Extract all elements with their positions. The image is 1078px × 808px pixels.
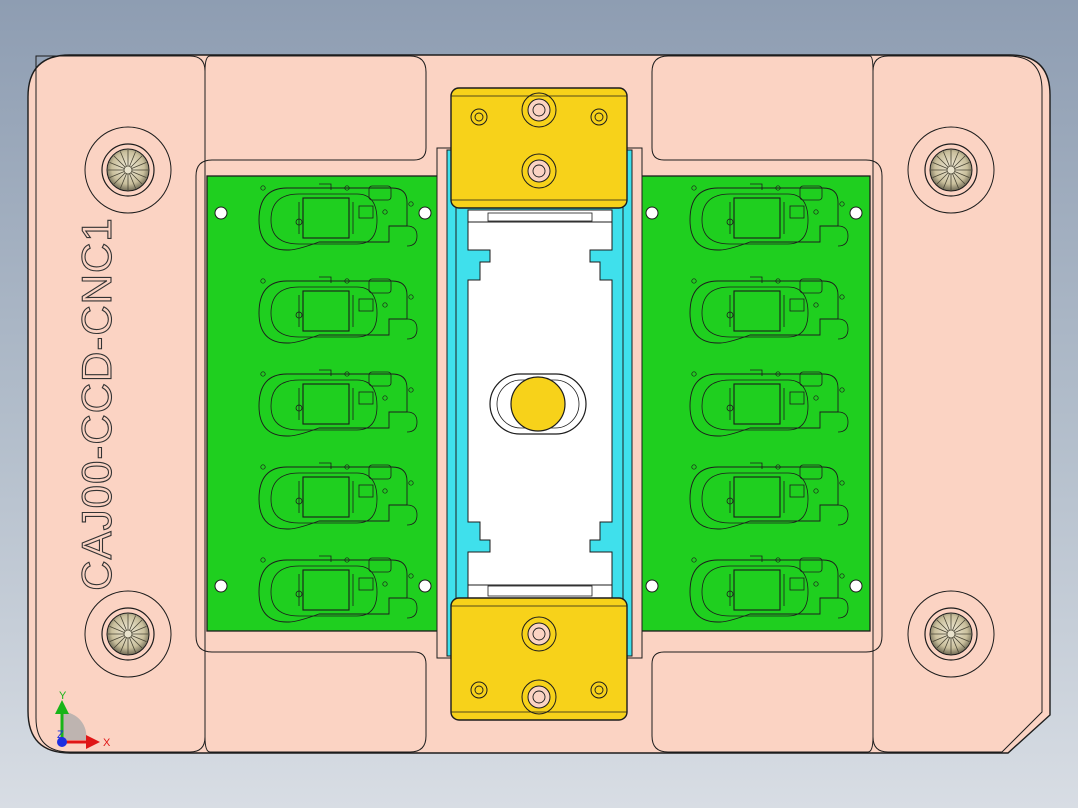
left-pad-outer bbox=[35, 55, 206, 753]
mounting-bolt-icon bbox=[84, 126, 172, 214]
pcb-unit bbox=[689, 555, 849, 623]
clamp-screw-holes bbox=[470, 92, 608, 715]
counterbore-hole-icon bbox=[521, 616, 557, 652]
locating-pin bbox=[510, 376, 566, 432]
pcb-unit bbox=[689, 276, 849, 344]
mounting-bolt-icon bbox=[907, 590, 995, 678]
tooling-hole bbox=[645, 579, 659, 593]
screw-hole-icon bbox=[590, 108, 608, 126]
tooling-hole bbox=[849, 206, 863, 220]
pcb-unit bbox=[258, 462, 418, 530]
clamp-bottom bbox=[450, 597, 628, 721]
screw-hole-icon bbox=[470, 108, 488, 126]
pcb-unit bbox=[689, 462, 849, 530]
tooling-hole bbox=[214, 206, 228, 220]
pcb-unit bbox=[258, 555, 418, 623]
clamp-top bbox=[450, 87, 628, 209]
tooling-hole bbox=[418, 206, 432, 220]
pcb-panel-right bbox=[637, 175, 871, 632]
tooling-hole bbox=[214, 579, 228, 593]
counterbore-hole-icon bbox=[521, 92, 557, 128]
pcb-unit bbox=[258, 369, 418, 437]
pcb-unit bbox=[689, 183, 849, 251]
engraved-part-number: CAJ00-CCD-CNC1 bbox=[73, 217, 120, 590]
pcb-panel-left bbox=[206, 175, 440, 632]
pcb-unit bbox=[689, 369, 849, 437]
coordinate-triad: Y X Z bbox=[55, 690, 111, 749]
mounting-bolt-icon bbox=[907, 126, 995, 214]
mounting-bolt-icon bbox=[84, 590, 172, 678]
pcb-unit bbox=[258, 183, 418, 251]
tooling-hole bbox=[849, 579, 863, 593]
x-axis-label: X bbox=[103, 737, 111, 749]
mounting-bolts bbox=[84, 126, 995, 678]
screw-hole-icon bbox=[470, 681, 488, 699]
right-pad-outer bbox=[872, 55, 1043, 753]
z-axis-label: Z bbox=[57, 729, 64, 741]
counterbore-hole-icon bbox=[521, 679, 557, 715]
tooling-hole bbox=[645, 206, 659, 220]
center-slide bbox=[436, 147, 643, 659]
screw-hole-icon bbox=[590, 681, 608, 699]
y-axis-label: Y bbox=[59, 690, 67, 702]
right-pad-inner bbox=[651, 55, 883, 753]
left-pad-inner bbox=[195, 55, 427, 753]
counterbore-hole-icon bbox=[521, 153, 557, 189]
tooling-hole bbox=[418, 579, 432, 593]
pcb-unit bbox=[258, 276, 418, 344]
z-axis-dot bbox=[57, 737, 67, 747]
